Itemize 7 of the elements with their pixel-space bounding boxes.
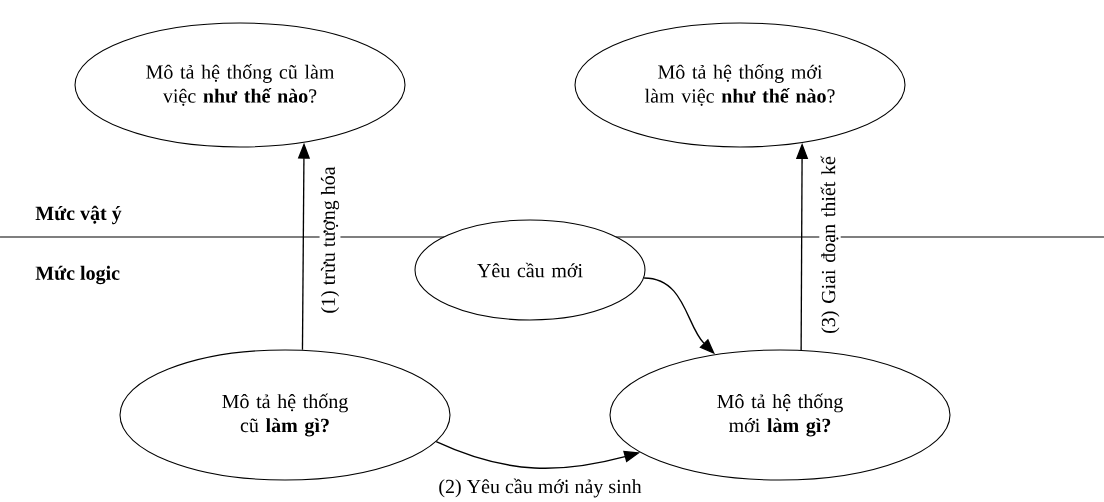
- level-label: Mức vật ý: [35, 205, 122, 225]
- ellipse-node: Mô tả hệ thống cũ làm việc như thế nào?: [74, 22, 406, 148]
- level-label: Mức logic: [35, 265, 120, 285]
- edge-label: (3) Giai đoạn thiết kế: [819, 153, 841, 337]
- edge-label: (1) trừu tượng hóa: [319, 165, 341, 315]
- ellipse-node: Mô tả hệ thống mới làm việc như thế nào?: [574, 22, 906, 148]
- ellipse-node: Yêu cầu mới: [414, 219, 646, 321]
